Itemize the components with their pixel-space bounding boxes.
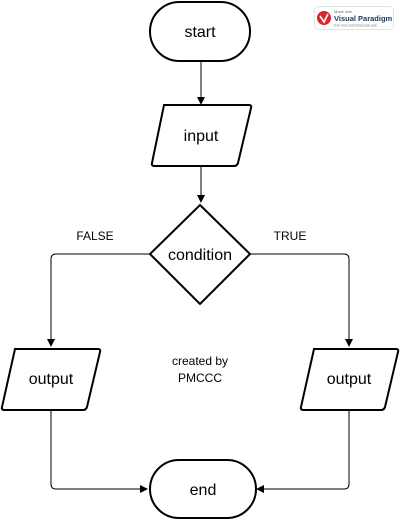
edge-right-output-end: [256, 410, 350, 493]
logo-bottom-text: For non-commercial use: [334, 23, 378, 28]
start-node: start: [149, 1, 251, 62]
output-left-node: output: [0, 348, 102, 411]
edge-condition-false: [47, 253, 150, 347]
note-line-1: created by: [172, 354, 228, 368]
start-label: start: [184, 24, 216, 41]
true-edge-label: TRUE: [274, 229, 307, 243]
input-node: input: [150, 104, 253, 167]
logo-top-text: Made with: [334, 9, 352, 14]
note-line-2: PMCCC: [178, 371, 222, 385]
output-left-label: output: [29, 371, 74, 388]
end-node: end: [149, 459, 257, 519]
logo-brand-text: Visual Paradigm: [334, 14, 393, 23]
false-edge-label: FALSE: [76, 229, 113, 243]
edge-condition-true: [251, 253, 353, 347]
condition-node: condition: [148, 203, 252, 306]
output-right-label: output: [327, 371, 372, 388]
condition-label: condition: [168, 247, 232, 264]
end-label: end: [190, 482, 217, 499]
input-label: input: [184, 128, 219, 145]
edge-left-output-end: [50, 410, 148, 493]
output-right-node: output: [299, 348, 400, 411]
visual-paradigm-logo: Made with Visual Paradigm For non-commer…: [314, 6, 394, 30]
